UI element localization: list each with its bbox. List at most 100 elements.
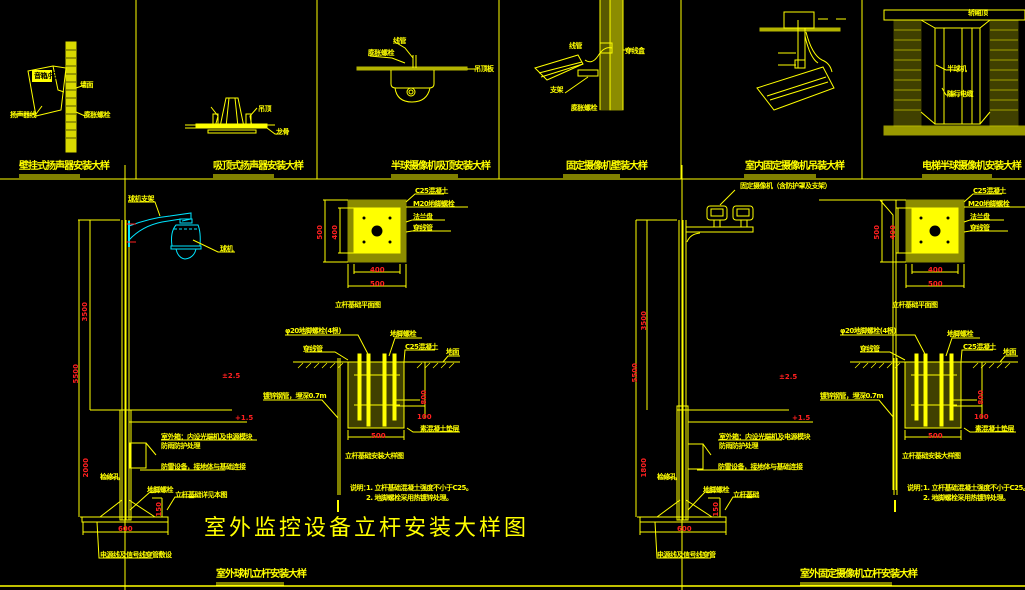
label-section-conduit: 穿线管 <box>303 345 323 353</box>
dim-upper-height: 3500 <box>81 302 89 322</box>
label-right-section-cushion: 素混凝土垫层 <box>975 425 1015 433</box>
speaker-label-block <box>32 70 52 82</box>
dim-plate: 150 <box>155 502 163 517</box>
dim-plan-inner-w: 400 <box>370 266 385 274</box>
elevator-camera-drawing <box>883 9 1025 136</box>
label-right-section-concrete: C25混凝土 <box>963 343 996 351</box>
dim-level-top: ±2.5 <box>222 372 241 380</box>
notes-label-left: 说明： <box>350 484 370 492</box>
label-wall: 墙面 <box>80 81 94 89</box>
left-foundation-plan <box>323 193 468 288</box>
note-left-1: 1. 立杆基础混凝土强度不小于C25。 <box>366 484 473 492</box>
panel-title-wall-speaker: 壁挂式扬声器安装大样 <box>19 161 110 172</box>
label-dome-camera: 球机 <box>220 245 234 253</box>
left-pole-drawing <box>78 219 257 559</box>
label-anchor-bolt: 地脚螺栓 <box>147 486 174 494</box>
dim-right-plan-inner-h: 400 <box>889 225 897 240</box>
label-right-handhole: 检修孔 <box>657 473 677 481</box>
label-elevator-dome: 半球机 <box>947 65 967 73</box>
label-camera-bracket: 球机支架 <box>128 195 155 203</box>
label-dome-bolt: 膨胀螺栓 <box>368 49 395 57</box>
dim-section-depth: 800 <box>420 390 428 405</box>
right-pole-drawing <box>635 189 897 559</box>
dim-section-width: 500 <box>371 432 386 440</box>
right-foundation-plan <box>880 193 1025 288</box>
label-fixed-camera-top: 固定摄像机（含防护罩及支架） <box>740 182 832 190</box>
dim-right-plan-outer-h: 500 <box>873 225 881 240</box>
title-underlines <box>19 174 992 586</box>
note-right-1: 1. 立杆基础混凝土强度不小于C25。 <box>923 484 1025 492</box>
panel-title-elevator: 电梯半球摄像机安装大样 <box>922 161 1022 172</box>
dim-right-section-width: 500 <box>928 432 943 440</box>
dim-right-lower: 1800 <box>640 458 648 478</box>
label-right-section-conduit: 穿线管 <box>860 345 880 353</box>
dim-right-plan-inner-w: 400 <box>928 266 943 274</box>
notes-label-right: 说明： <box>907 484 927 492</box>
label-section-concrete: C25混凝土 <box>405 343 438 351</box>
dim-plan-outer-w: 500 <box>370 280 385 288</box>
panel-title-ceiling-speaker: 吸顶式扬声器安装大样 <box>213 161 304 172</box>
dim-lower-height: 2000 <box>82 458 90 478</box>
label-pole-base: 立杆基础详见本图 <box>175 491 228 499</box>
note-right-2: 2. 地脚螺栓采用热镀锌处理。 <box>923 494 1010 502</box>
panel-title-fixed-wall: 固定摄像机壁装大样 <box>566 161 648 172</box>
label-right-section-anchor: 地脚螺栓 <box>947 330 974 338</box>
label-right-section-ground: 地面 <box>1003 348 1017 356</box>
dim-base-width: 600 <box>118 525 133 533</box>
main-drawing-title: 室外监控设备立杆安装大样图 <box>204 516 530 541</box>
label-right-plan-concrete: C25混凝土 <box>973 187 1006 195</box>
dim-right-level-mid: +1.5 <box>792 414 811 422</box>
label-plan-conduit: 穿线管 <box>413 224 433 232</box>
caption-right-pole: 室外固定摄像机立杆安装大样 <box>800 569 918 580</box>
label-speaker-wire: 扬声器线 <box>10 111 37 119</box>
dim-right-section-depth: 800 <box>977 390 985 405</box>
ceiling-speaker-drawing <box>185 97 280 135</box>
label-bolt: 膨胀螺栓 <box>84 111 111 119</box>
label-right-base: 立杆基础 <box>733 491 760 499</box>
mount-bolts <box>126 223 136 243</box>
label-lightning: 防雷设备，接地体与基础连接 <box>161 463 246 471</box>
label-right-conduit: 电源线及信号线穿管 <box>657 551 716 559</box>
label-right-plan-bolt: M20地脚螺栓 <box>968 200 1010 208</box>
indoor-fixed-camera-drawing <box>756 11 846 111</box>
dim-right-plate: 150 <box>712 502 720 517</box>
label-plan-concrete: C25混凝土 <box>415 187 448 195</box>
label-handhole: 检修孔 <box>100 473 120 481</box>
label-junction-box: 室外箱：内设光端机及电源模块 <box>161 433 253 441</box>
note-left-2: 2. 地脚螺栓采用热镀锌处理。 <box>366 494 453 502</box>
label-section-bolts: φ20地脚螺栓(4根) <box>285 327 342 335</box>
label-section-ground: 地面 <box>446 348 460 356</box>
dim-total-height: 5500 <box>72 364 80 384</box>
label-right-section-bolts: φ20地脚螺栓(4根) <box>840 327 897 335</box>
dim-right-upper: 3500 <box>640 311 648 331</box>
caption-right-plan: 立杆基础平面图 <box>892 301 938 309</box>
label-travel-cable: 随行电缆 <box>947 90 974 98</box>
label-speaker-bracket: 音箱/托架 <box>34 72 63 80</box>
label-joist: 龙骨 <box>276 128 290 136</box>
panel-title-dome-ceiling: 半球摄像机吸顶安装大样 <box>391 161 491 172</box>
dim-plan-inner-h: 400 <box>331 225 339 240</box>
label-rainproof: 防雨防护处理 <box>161 442 201 450</box>
label-right-rainproof: 防雨防护处理 <box>719 442 759 450</box>
label-bracket: 支架 <box>550 86 564 94</box>
left-pole-leaders <box>124 165 235 253</box>
left-foundation-section <box>263 334 460 495</box>
dome-camera-icon <box>128 212 202 260</box>
dim-right-total: 5500 <box>631 363 639 383</box>
dim-right-plan-outer-w: 500 <box>928 280 943 288</box>
dome-camera-drawing <box>356 41 478 103</box>
label-right-section-steel-pipe: 镀锌钢管，埋深0.7m <box>820 392 884 400</box>
label-right-lightning: 防雷设备，接地体与基础连接 <box>718 463 803 471</box>
dim-right-base-width: 600 <box>677 525 692 533</box>
label-fixed-bolt: 膨胀螺栓 <box>571 104 598 112</box>
label-conduit: 线管 <box>393 37 407 45</box>
label-section-anchor: 地脚螺栓 <box>390 330 417 338</box>
label-car-top: 轿厢顶 <box>968 9 988 17</box>
label-section-cushion: 素混凝土垫层 <box>420 425 460 433</box>
label-right-junction-box: 室外箱：内设光端机及电源模块 <box>719 433 811 441</box>
label-ceiling-board: 吊顶板 <box>474 65 494 73</box>
label-plan-flange: 法兰盘 <box>413 213 433 221</box>
caption-left-pole: 室外球机立杆安装大样 <box>216 569 307 580</box>
